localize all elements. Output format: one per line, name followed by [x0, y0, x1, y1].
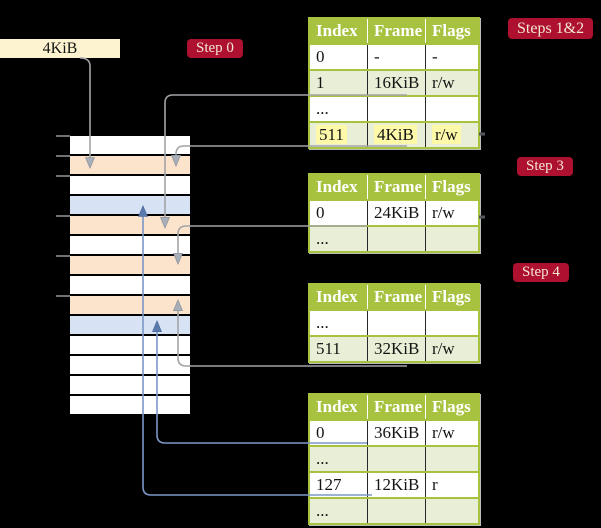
table-row: ... — [310, 447, 478, 473]
table-cell: 36KiB — [367, 421, 425, 445]
column-header: Index — [316, 21, 358, 40]
frame-row-8 — [70, 296, 190, 316]
table-cell: r/w — [425, 337, 478, 361]
column-header: Flags — [425, 395, 478, 419]
frame-size-label: 4KiB — [0, 39, 120, 58]
frame-row-7 — [70, 276, 190, 296]
frame-row-13 — [70, 396, 190, 414]
table-cell: 511 — [310, 123, 367, 147]
frame-row-1 — [70, 156, 190, 176]
table-cell: - — [367, 45, 425, 69]
table-cell: 16KiB — [367, 71, 425, 95]
column-header: Flags — [425, 175, 478, 199]
table-cell — [367, 97, 425, 121]
column-header: Index — [316, 177, 358, 196]
column-header: Frame — [367, 19, 425, 43]
table-cell — [367, 447, 425, 471]
table-cell — [367, 227, 425, 251]
badge-step-4: Step 4 — [513, 263, 569, 282]
highlighted-value: 511 — [316, 125, 347, 144]
table-cell: 0 — [316, 203, 325, 222]
table-row: ... — [310, 227, 478, 251]
memory-strip — [70, 136, 190, 414]
table-cell: 4KiB — [367, 123, 425, 147]
table-cell: ... — [316, 229, 329, 248]
frame-row-0 — [70, 136, 190, 156]
highlighted-value: 4KiB — [374, 125, 417, 144]
table-cell: 511 — [316, 339, 341, 358]
table-cell: r/w — [425, 71, 478, 95]
column-header: Index — [316, 397, 358, 416]
table-cell — [425, 499, 478, 523]
table-cell: 1 — [316, 73, 325, 92]
frame-row-9 — [70, 316, 190, 336]
table-cell: r/w — [425, 421, 478, 445]
table-cell: 32KiB — [367, 337, 425, 361]
frame-row-11 — [70, 356, 190, 376]
table-cell — [425, 447, 478, 471]
table-cell — [425, 227, 478, 251]
table-cell: - — [425, 45, 478, 69]
table-cell — [425, 97, 478, 121]
frame-row-4 — [70, 216, 190, 236]
column-header: Flags — [425, 285, 478, 309]
table-row: ... — [310, 97, 478, 123]
frame-row-12 — [70, 376, 190, 396]
column-header: Frame — [367, 285, 425, 309]
table-cell — [425, 311, 478, 335]
table-row: 0 -- — [310, 45, 478, 71]
table-cell: ... — [316, 501, 329, 520]
tick-mark — [56, 255, 70, 257]
table-cell: ... — [316, 313, 329, 332]
frame-row-5 — [70, 236, 190, 256]
tick-mark — [56, 295, 70, 297]
tick-mark — [56, 175, 70, 177]
badge-steps-1-2: Steps 1&2 — [508, 18, 594, 39]
table-cell — [367, 311, 425, 335]
table-cell: 127 — [316, 475, 342, 494]
column-header: Frame — [367, 395, 425, 419]
frame-row-6 — [70, 256, 190, 276]
tick-mark — [56, 215, 70, 217]
table-cell: 0 — [316, 423, 325, 442]
column-header: Flags — [425, 19, 478, 43]
table-cell: ... — [316, 449, 329, 468]
frame-row-3 — [70, 196, 190, 216]
badge-step-3: Step 3 — [517, 157, 573, 176]
table-cell: r — [425, 473, 478, 497]
table-cell — [367, 499, 425, 523]
tick-mark — [56, 135, 70, 137]
table-cell: 0 — [316, 47, 325, 66]
frame-row-2 — [70, 176, 190, 196]
table-cell: 12KiB — [367, 473, 425, 497]
column-header: Index — [316, 287, 358, 306]
table-row: 511 4KiB r/w — [310, 123, 478, 147]
table-row: ... — [310, 311, 478, 337]
badge-step-0: Step 0 — [187, 39, 243, 58]
table-row: ... — [310, 499, 478, 523]
tick-mark — [56, 155, 70, 157]
table-cell: r/w — [425, 201, 478, 225]
table-cell: 24KiB — [367, 201, 425, 225]
frame-row-10 — [70, 336, 190, 356]
table-cell: ... — [316, 99, 329, 118]
column-header: Frame — [367, 175, 425, 199]
table-cell: r/w — [425, 123, 478, 147]
highlighted-value: r/w — [432, 125, 461, 144]
